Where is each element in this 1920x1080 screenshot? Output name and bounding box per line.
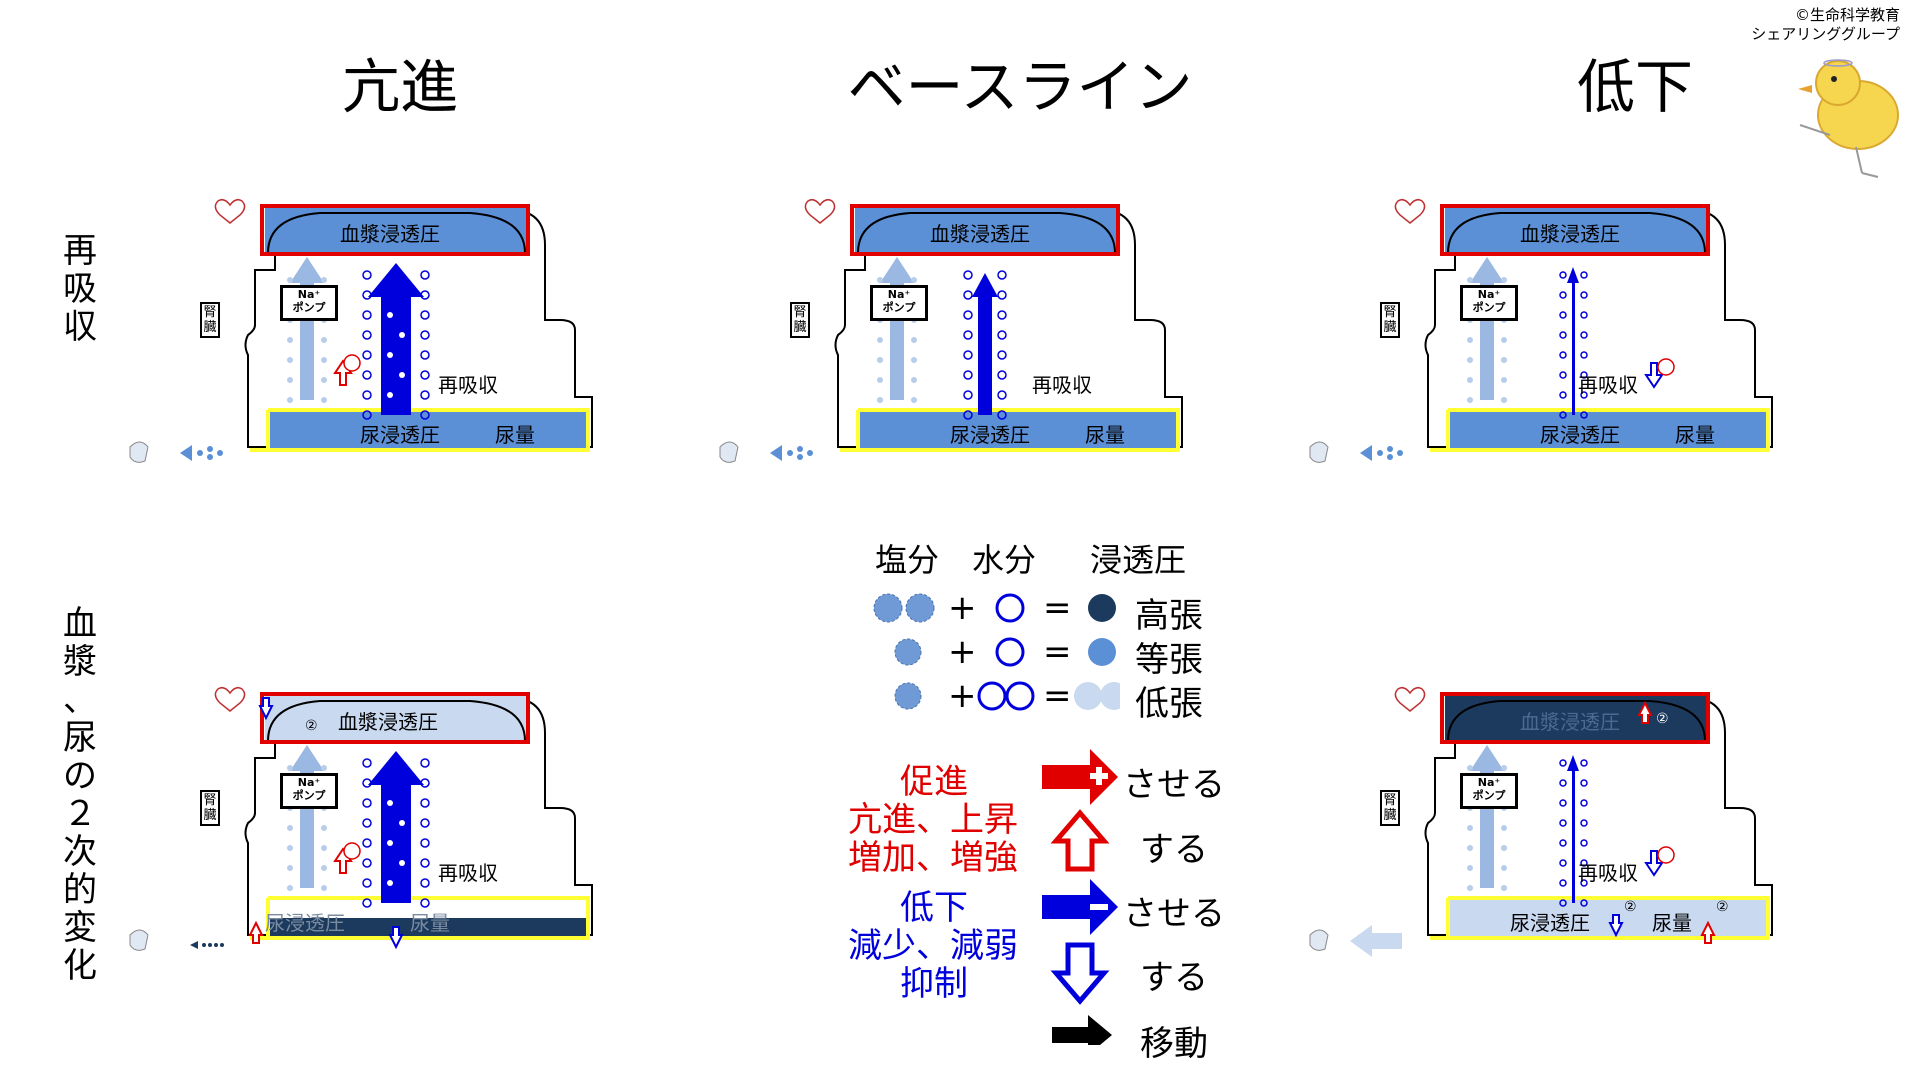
plasma-osmotic-label: 血漿浸透圧	[340, 222, 440, 246]
row-label-secondary-change: 血 漿 、 尿 の ２ 次 的 変 化	[60, 605, 100, 985]
plasma-osmotic-label: 血漿浸透圧	[1520, 710, 1620, 734]
reabsorption-label: 再吸収	[1578, 373, 1638, 397]
na-pump: Na⁺ポンプ	[870, 285, 928, 321]
legend-do-decrease: する	[1140, 958, 1208, 998]
legend-cause-suppress: させる	[1123, 894, 1225, 934]
circle-2-marker: ②	[1624, 899, 1637, 915]
legend-suppress-line2: 減少、減弱	[848, 926, 1018, 966]
column-title-right: 低下	[1576, 53, 1693, 121]
legend-do-increase: する	[1140, 830, 1208, 870]
legend-promote-line3: 増加、増強	[848, 838, 1018, 878]
legend-equals: =	[1043, 588, 1072, 628]
copyright-line2: シェアリンググループ	[1751, 25, 1900, 43]
urine-osmotic-label: 尿浸透圧	[1510, 911, 1590, 935]
row-char: ２	[63, 794, 97, 834]
na-pump: Na⁺ポンプ	[280, 773, 338, 809]
na-pump: Na⁺ポンプ	[1460, 773, 1518, 809]
urine-volume-label: 尿量	[495, 423, 535, 447]
urine-volume-label: 尿量	[1675, 423, 1715, 447]
panel-baseline-reabsorption: 腎臓 血漿浸透圧 Na⁺ポンプ 再吸収 尿浸透圧 尿量	[710, 185, 1230, 485]
urine-osmotic-label: 尿浸透圧	[265, 911, 345, 935]
plasma-osmotic-label: 血漿浸透圧	[1520, 222, 1620, 246]
copyright-line1: ©生命科学教育	[1794, 6, 1900, 24]
kidney-label: 腎臓	[790, 302, 810, 338]
column-title-center: ベースライン	[847, 53, 1193, 121]
row-char: 吸	[63, 269, 97, 309]
copyright: ©生命科学教育 シェアリンググループ	[1751, 6, 1900, 44]
row-char: 漿	[63, 642, 97, 682]
reabsorption-label: 再吸収	[1578, 861, 1638, 885]
circle-2-marker: ②	[1716, 899, 1729, 915]
row-char: 化	[63, 946, 97, 986]
circle-2-marker: ②	[305, 718, 318, 734]
urine-volume-label: 尿量	[1085, 423, 1125, 447]
na-pump: Na⁺ポンプ	[1460, 285, 1518, 321]
legend-header-osm: 浸透圧	[1090, 541, 1187, 579]
kidney-label: 腎臓	[1380, 790, 1400, 826]
row-char: 収	[63, 307, 97, 347]
row-char: 、	[63, 680, 97, 720]
legend-isotonic: 等張	[1135, 640, 1203, 680]
row-char: 血	[63, 604, 97, 644]
kidney-label: 腎臓	[1380, 302, 1400, 338]
reabsorption-label: 再吸収	[438, 373, 498, 397]
legend-header-water: 水分	[972, 541, 1037, 579]
row-char: 再	[63, 231, 97, 271]
row-char: の	[63, 756, 97, 796]
urine-osmotic-label: 尿浸透圧	[360, 423, 440, 447]
legend-suppress-title: 低下	[900, 888, 968, 928]
legend-suppress-line3: 抑制	[900, 964, 968, 1004]
kidney-label: 腎臓	[200, 302, 220, 338]
reabsorption-label: 再吸収	[1032, 373, 1092, 397]
urine-volume-label: 尿量	[410, 911, 450, 935]
panel-hyper-secondary: 腎臓 血漿浸透圧 ② Na⁺ポンプ 再吸収 尿浸透圧 尿量	[120, 673, 640, 973]
na-pump: Na⁺ポンプ	[280, 285, 338, 321]
legend-promote-title: 促進	[900, 762, 968, 802]
legend-hypertonic: 高張	[1135, 596, 1203, 636]
legend-promote-line2: 亢進、上昇	[848, 800, 1018, 840]
kidney-label: 腎臓	[200, 790, 220, 826]
legend-hypotonic: 低張	[1135, 684, 1203, 724]
legend-move: 移動	[1140, 1024, 1208, 1064]
panel-hyper-reabsorption: 腎臓 血漿浸透圧 Na⁺ポンプ 再吸収 尿浸透圧 尿量	[120, 185, 640, 485]
legend-plus: +	[948, 632, 977, 672]
urine-osmotic-label: 尿浸透圧	[950, 423, 1030, 447]
row-label-reabsorption: 再 吸 収	[60, 232, 100, 346]
plasma-osmotic-label: 血漿浸透圧	[338, 710, 438, 734]
legend-plus: +	[948, 588, 977, 628]
legend-symbols	[873, 593, 1120, 711]
column-title-left: 亢進	[341, 53, 458, 121]
urine-volume-label: 尿量	[1652, 911, 1692, 935]
reabsorption-label: 再吸収	[438, 861, 498, 885]
legend-header-salt: 塩分	[875, 541, 940, 579]
panel-hypo-secondary: 腎臓 血漿浸透圧 ② Na⁺ポンプ 再吸収 尿浸透圧 ② 尿量 ②	[1300, 673, 1820, 973]
urine-osmotic-label: 尿浸透圧	[1540, 423, 1620, 447]
legend-equals: =	[1043, 632, 1072, 672]
plasma-osmotic-label: 血漿浸透圧	[930, 222, 1030, 246]
legend-equals: =	[1043, 676, 1072, 716]
row-char: 変	[63, 908, 97, 948]
chick-illustration	[1798, 59, 1899, 178]
panel-hypo-reabsorption: 腎臓 血漿浸透圧 Na⁺ポンプ 再吸収 尿浸透圧 尿量	[1300, 185, 1820, 485]
circle-2-marker: ②	[1656, 711, 1669, 727]
row-char: 次	[63, 832, 97, 872]
legend-arrow-symbols	[1042, 749, 1118, 1045]
legend-plus: +	[948, 676, 977, 716]
row-char: 的	[63, 870, 97, 910]
row-char: 尿	[63, 718, 97, 758]
legend-cause-promote: させる	[1123, 765, 1225, 805]
